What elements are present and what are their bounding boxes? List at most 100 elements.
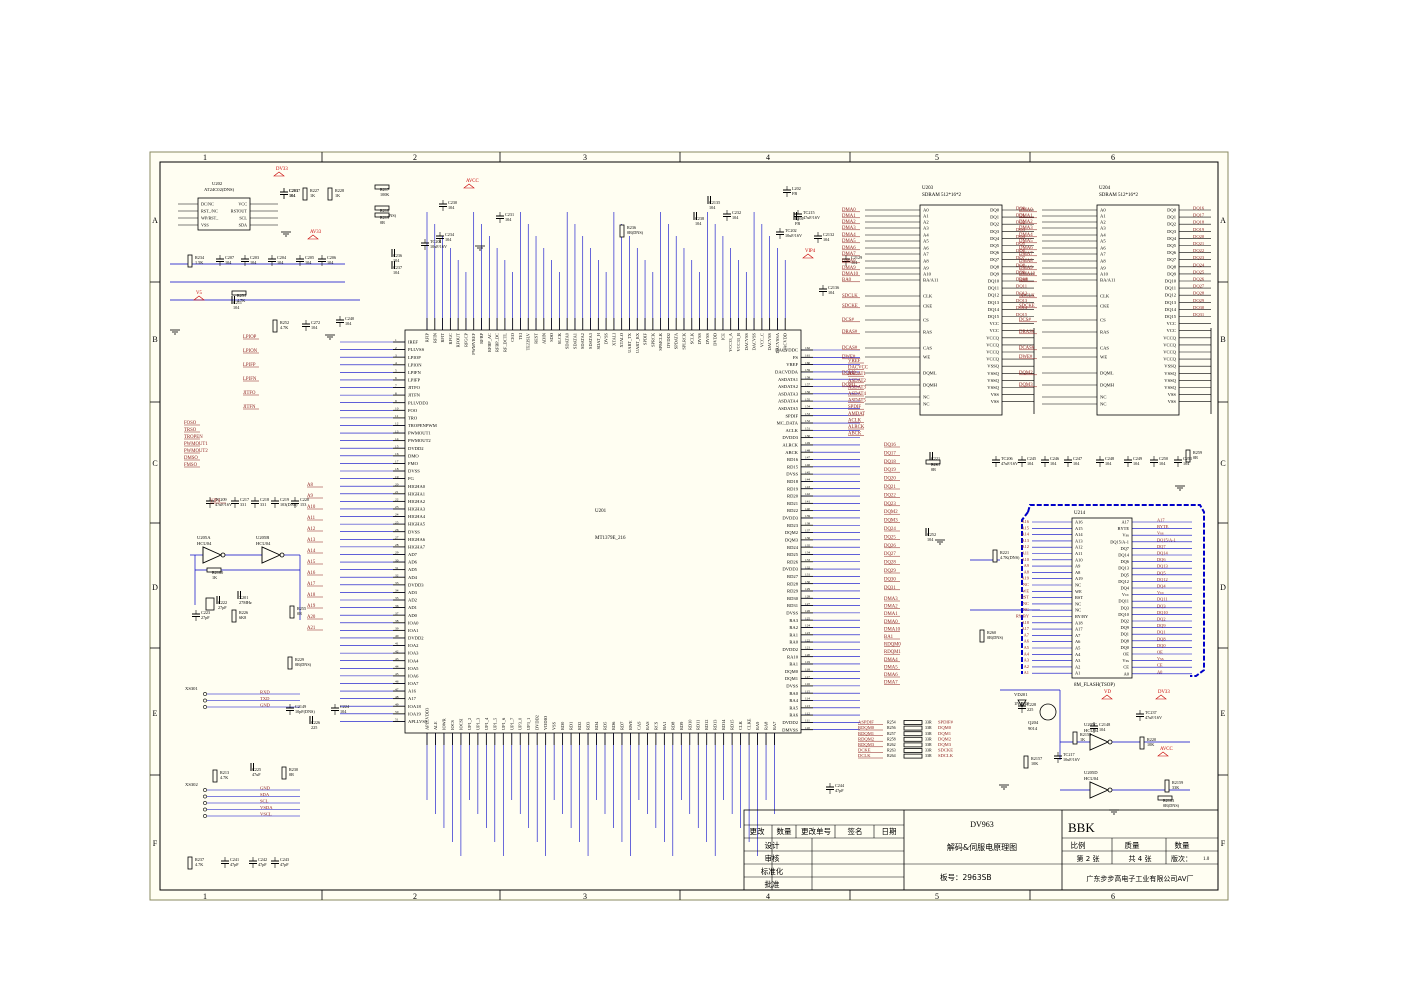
main-chip-left-pin: LPIFN xyxy=(408,370,421,375)
component-value: 4.7K(DNS) xyxy=(1000,555,1020,560)
component-value: 104 xyxy=(695,221,702,226)
flash-left-pin: A3 xyxy=(1075,658,1081,663)
pin-number: 25 xyxy=(395,520,399,524)
resistor xyxy=(925,459,941,465)
sdram2-right-pin: VCCQ xyxy=(1163,342,1176,347)
main-chip-right-pin: RD26 xyxy=(787,559,799,564)
eeprom-pin: RSTOUT xyxy=(231,209,248,214)
grid-row-label: F xyxy=(153,839,158,848)
component-layer: C201104R2271KR2281KR217100KR2180R(DNS)R2… xyxy=(185,184,1202,870)
main-chip-top-pin: SLCK xyxy=(557,332,562,344)
flash-right-pin: A0 xyxy=(1124,671,1130,676)
resistor xyxy=(287,656,293,670)
main-chip-bottom-pin: RD11 xyxy=(696,720,701,730)
resnet-ref: R257 xyxy=(887,731,896,736)
pin-number: 26 xyxy=(395,528,399,532)
sdram2-right-pin: VSSQ xyxy=(1164,385,1176,390)
grid-row-label: D xyxy=(1220,583,1226,592)
revision-column-header: 更改 xyxy=(750,826,765,836)
pin-number: 34 xyxy=(395,589,399,593)
sdram1-dq-label: DQ6 xyxy=(1016,248,1026,253)
component-ref: C219 xyxy=(280,497,289,502)
connector-net: VSDA xyxy=(260,805,273,810)
main-chip-right-pin: RD27 xyxy=(787,574,799,579)
component-value: FB xyxy=(792,191,797,196)
sdram2-right-pin: VSS xyxy=(1168,399,1177,404)
right-net-label: ABCK xyxy=(848,432,862,437)
inverter-ref: U205C xyxy=(1084,722,1097,727)
sdram1-left-pin: NC xyxy=(923,402,929,407)
component-ref: R255 xyxy=(297,606,306,611)
main-chip-top-pin: DACVDD xyxy=(783,333,788,352)
grid-column-label: 4 xyxy=(766,153,770,162)
inverter-ref: U205D xyxy=(1084,770,1098,775)
component-value: 225 xyxy=(1027,707,1033,712)
left-net-label: JITFO xyxy=(243,391,256,396)
grid-row-label: E xyxy=(153,709,158,718)
pin-number: 148 xyxy=(805,448,810,452)
sdram2-left-pin: CS xyxy=(1100,318,1106,323)
main-chip-top-pin: RFGCP xyxy=(463,332,468,346)
grid-column-label: 5 xyxy=(935,892,939,901)
component-ref: X201 xyxy=(239,595,248,600)
main-chip-right-pin: DVDD2 xyxy=(782,647,798,652)
pin-number: 135 xyxy=(805,543,810,547)
left-net-label: A14 xyxy=(307,549,316,554)
flash-right-net: DQ1 xyxy=(1157,630,1166,635)
left-net-label: A17 xyxy=(307,582,316,587)
flash-right-net: DQ11 xyxy=(1157,597,1168,602)
sdram2-net-label: DCAS# xyxy=(1019,346,1035,351)
flash-left-net: NC xyxy=(1023,582,1029,587)
left-net-label: FOSO xyxy=(184,421,197,426)
flash-right-net: DQ10 xyxy=(1157,610,1169,615)
main-chip-right-pin: RA4 xyxy=(789,698,798,703)
pin-number: 149 xyxy=(805,441,810,445)
sdram1-chip-body xyxy=(919,204,1003,416)
main-chip-top-pin: DVSS xyxy=(604,332,609,344)
main-chip-bottom-pin: UP1_5 xyxy=(492,717,497,730)
main-chip-bottom-pin: RD13 xyxy=(713,719,718,730)
sdram2-dq-label: DQ21 xyxy=(1193,241,1205,246)
resistor xyxy=(1139,736,1145,750)
sdram1-dq-label: DQ8 xyxy=(1016,262,1026,267)
resnet-resistor xyxy=(903,753,923,759)
left-net-label: LPIFP xyxy=(243,363,256,368)
component-value: 4.7K xyxy=(195,862,203,867)
flash-left-pin: A4 xyxy=(1075,652,1081,657)
component-ref: C237 xyxy=(393,265,402,270)
flash-right-net: DQ6 xyxy=(1157,557,1166,562)
sdram1-net-label: DMA9 xyxy=(842,266,856,271)
component-ref: TC206 xyxy=(1001,456,1013,461)
connector-pin xyxy=(203,801,207,805)
pin-number: 112 xyxy=(805,711,810,715)
sdram2-net-label: DMA3 xyxy=(1019,226,1033,231)
left-net-label: A16 xyxy=(307,571,316,576)
main-chip-top-pin: DACVSS xyxy=(767,332,772,350)
component-ref: C244 xyxy=(835,783,845,788)
resnet-value: 33R xyxy=(925,736,932,741)
connector-pin xyxy=(203,692,207,696)
main-chip-right-pin: DVDD2 xyxy=(782,720,798,725)
component-value: 104 xyxy=(1073,461,1080,466)
component-value: 103(DNS) xyxy=(280,502,298,507)
flash-right-net: OE xyxy=(1157,650,1163,655)
flash-left-net: A2 xyxy=(1024,664,1029,669)
sdram1-part: SDRAM 512*16*2 xyxy=(922,193,962,198)
resistor xyxy=(979,629,985,643)
resnet-input-net: DCLK xyxy=(858,753,871,758)
main-chip-bottom-pin: IOWR xyxy=(441,718,446,730)
power-net-label: VD xyxy=(1104,690,1111,695)
component-value: 104 xyxy=(1183,461,1190,466)
connector-pin xyxy=(203,814,207,818)
component-value: 1K xyxy=(310,193,315,198)
resnet-resistor xyxy=(903,748,923,753)
main-chip-left-pin: AD2 xyxy=(408,598,418,603)
sdram1-right-pin: VSSQ xyxy=(987,364,999,369)
main-chip-top-pin: DVDD xyxy=(713,333,718,346)
resnet-resistor xyxy=(903,742,923,748)
main-chip-right-pin: RD24 xyxy=(787,545,799,550)
main-chip-left-pin: FMO xyxy=(408,461,419,466)
main-chip-bottom-pin: VSS xyxy=(552,721,557,730)
main-chip-bottom-pin: CLKE xyxy=(747,718,752,730)
approval-row-label: 审核 xyxy=(765,853,780,863)
